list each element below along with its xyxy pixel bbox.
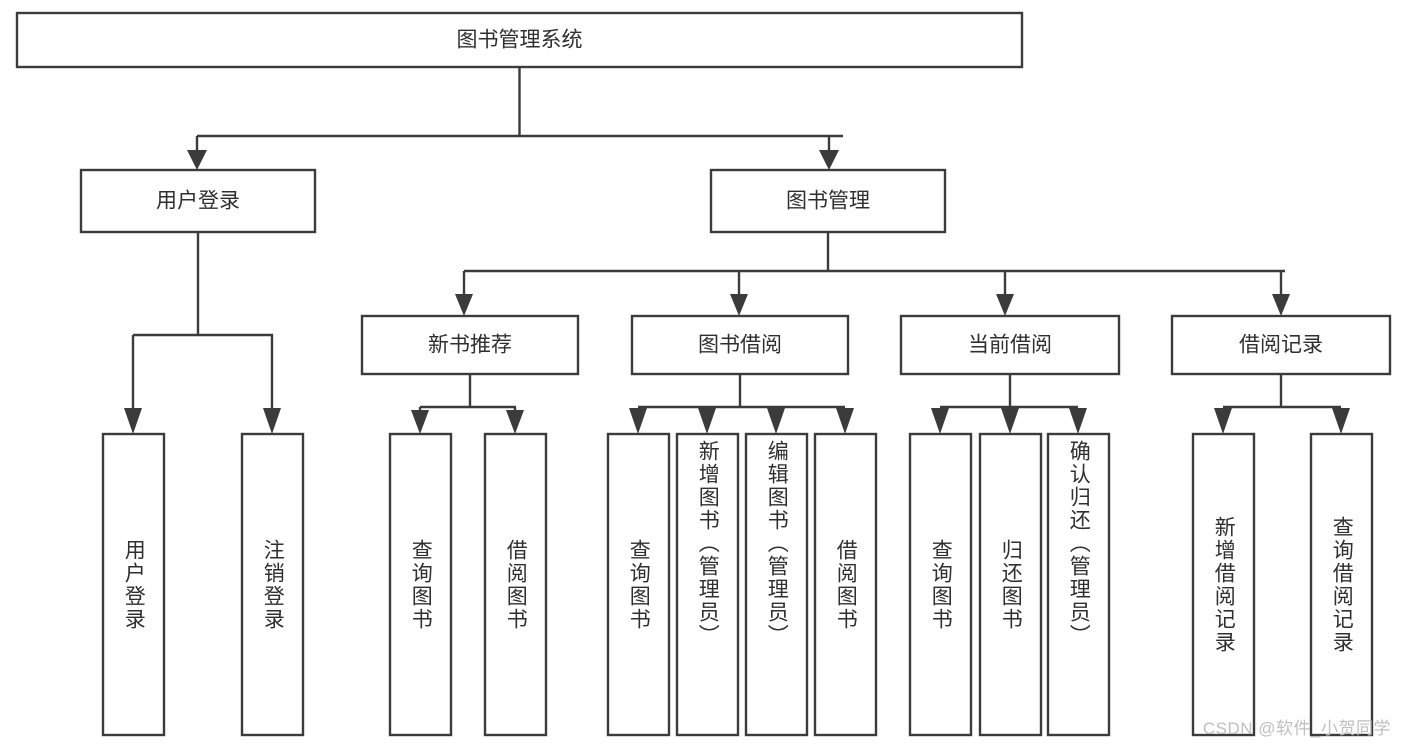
leaf-add-book[interactable]: 新增图书（管理员） xyxy=(677,434,738,735)
leaf-label-query-book-3: 查询图书 xyxy=(929,538,953,631)
node-box-borrow-record[interactable] xyxy=(1170,314,1392,376)
node-label-root: 图书管理系统 xyxy=(457,29,583,52)
leaf-borrow-book-1[interactable]: 借阅图书 xyxy=(485,434,546,735)
arrow-head-leaf-confirm-return xyxy=(1069,408,1087,434)
node-book-management-system[interactable]: 图书管理系统 xyxy=(15,11,1024,69)
node-box-leaf-logout-login[interactable] xyxy=(240,432,305,737)
node-box-leaf-confirm-return[interactable] xyxy=(1046,432,1111,737)
arrow-head-leaf-query-book-1 xyxy=(411,410,429,434)
leaf-label-borrow-book-1: 借阅图书 xyxy=(504,538,528,631)
node-label-borrow-record: 借阅记录 xyxy=(1239,334,1323,357)
node-label-user-login: 用户登录 xyxy=(156,190,240,213)
node-user-login[interactable]: 用户登录 xyxy=(79,168,317,234)
leaf-return-book[interactable]: 归还图书 xyxy=(980,434,1041,735)
leaf-label-borrow-book-2: 借阅图书 xyxy=(834,538,858,631)
leaf-label-confirm-return: 确认归还（管理员） xyxy=(1067,440,1091,647)
leaf-label-user-login: 用户登录 xyxy=(122,538,146,631)
node-box-root[interactable] xyxy=(15,11,1024,69)
node-box-leaf-add-record[interactable] xyxy=(1191,432,1256,737)
node-box-book-management[interactable] xyxy=(709,168,947,234)
arrow-head-leaf-borrow-book-1 xyxy=(506,410,524,434)
arrow-head-leaf-logout-login xyxy=(263,408,281,434)
node-box-user-login[interactable] xyxy=(79,168,317,234)
arrow-head-leaf-edit-book xyxy=(767,408,785,434)
leaf-label-logout-login: 注销登录 xyxy=(261,538,285,631)
node-box-leaf-query-book-1[interactable] xyxy=(388,432,453,737)
leaf-logout-login[interactable]: 注销登录 xyxy=(242,434,303,735)
leaf-edit-book[interactable]: 编辑图书（管理员） xyxy=(746,434,807,735)
leaf-confirm-return[interactable]: 确认归还（管理员） xyxy=(1048,434,1109,735)
node-book-management[interactable]: 图书管理 xyxy=(709,168,947,234)
leaf-query-book-2[interactable]: 查询图书 xyxy=(608,434,669,735)
leaf-query-book-1[interactable]: 查询图书 xyxy=(390,434,451,735)
arrow-head-leaf-borrow-book-2 xyxy=(836,408,854,434)
leaf-label-query-book-2: 查询图书 xyxy=(627,538,651,631)
leaf-query-book-3[interactable]: 查询图书 xyxy=(910,434,971,735)
node-label-current-borrow: 当前借阅 xyxy=(968,334,1052,357)
node-borrow-record[interactable]: 借阅记录 xyxy=(1170,314,1392,376)
node-box-leaf-borrow-book-1[interactable] xyxy=(483,432,548,737)
node-box-new-book-recommend[interactable] xyxy=(360,314,580,376)
node-label-book-management: 图书管理 xyxy=(786,190,870,213)
leaf-add-record[interactable]: 新增借阅记录 xyxy=(1193,434,1254,735)
arrow-head-book-borrow xyxy=(730,294,748,316)
leaf-label-edit-book: 编辑图书（管理员） xyxy=(765,440,789,647)
arrow-head-leaf-add-record xyxy=(1214,408,1232,434)
arrow-head-current-borrow xyxy=(996,294,1014,316)
leaf-label-add-record: 新增借阅记录 xyxy=(1212,515,1236,654)
leaf-label-query-book-1: 查询图书 xyxy=(409,538,433,631)
arrow-head-new-book-recommend xyxy=(455,294,473,316)
arrow-head-leaf-query-book-3 xyxy=(931,408,949,434)
node-box-leaf-query-record[interactable] xyxy=(1309,432,1374,737)
leaf-borrow-book-2[interactable]: 借阅图书 xyxy=(815,434,876,735)
leaf-label-add-book: 新增图书（管理员） xyxy=(696,440,720,647)
node-box-leaf-edit-book[interactable] xyxy=(744,432,809,737)
arrow-head-user-login xyxy=(187,150,207,170)
node-current-borrow[interactable]: 当前借阅 xyxy=(899,314,1121,376)
node-label-new-book-recommend: 新书推荐 xyxy=(428,334,512,357)
node-new-book-recommend[interactable]: 新书推荐 xyxy=(360,314,580,376)
arrow-head-leaf-query-book-2 xyxy=(629,408,647,434)
arrow-head-leaf-add-book xyxy=(698,408,716,434)
node-box-leaf-borrow-book-2[interactable] xyxy=(813,432,878,737)
node-box-leaf-return-book[interactable] xyxy=(978,432,1043,737)
leaf-user-login[interactable]: 用户登录 xyxy=(103,434,164,735)
node-box-leaf-query-book-3[interactable] xyxy=(908,432,973,737)
leaf-label-return-book: 归还图书 xyxy=(999,538,1023,631)
arrow-head-leaf-user-login xyxy=(124,408,142,434)
arrow-head-leaf-query-record xyxy=(1332,408,1350,434)
node-box-leaf-add-book[interactable] xyxy=(675,432,740,737)
leaf-label-query-record: 查询借阅记录 xyxy=(1330,515,1354,654)
arrow-head-leaf-return-book xyxy=(1001,408,1019,434)
node-box-book-borrow[interactable] xyxy=(630,314,850,376)
leaf-query-record[interactable]: 查询借阅记录 xyxy=(1311,434,1372,735)
node-box-leaf-user-login[interactable] xyxy=(101,432,166,737)
arrow-head-borrow-record xyxy=(1272,294,1290,316)
arrow-head-book-management xyxy=(819,150,839,170)
node-book-borrow[interactable]: 图书借阅 xyxy=(630,314,850,376)
node-label-book-borrow: 图书借阅 xyxy=(698,334,782,357)
node-box-leaf-query-book-2[interactable] xyxy=(606,432,671,737)
